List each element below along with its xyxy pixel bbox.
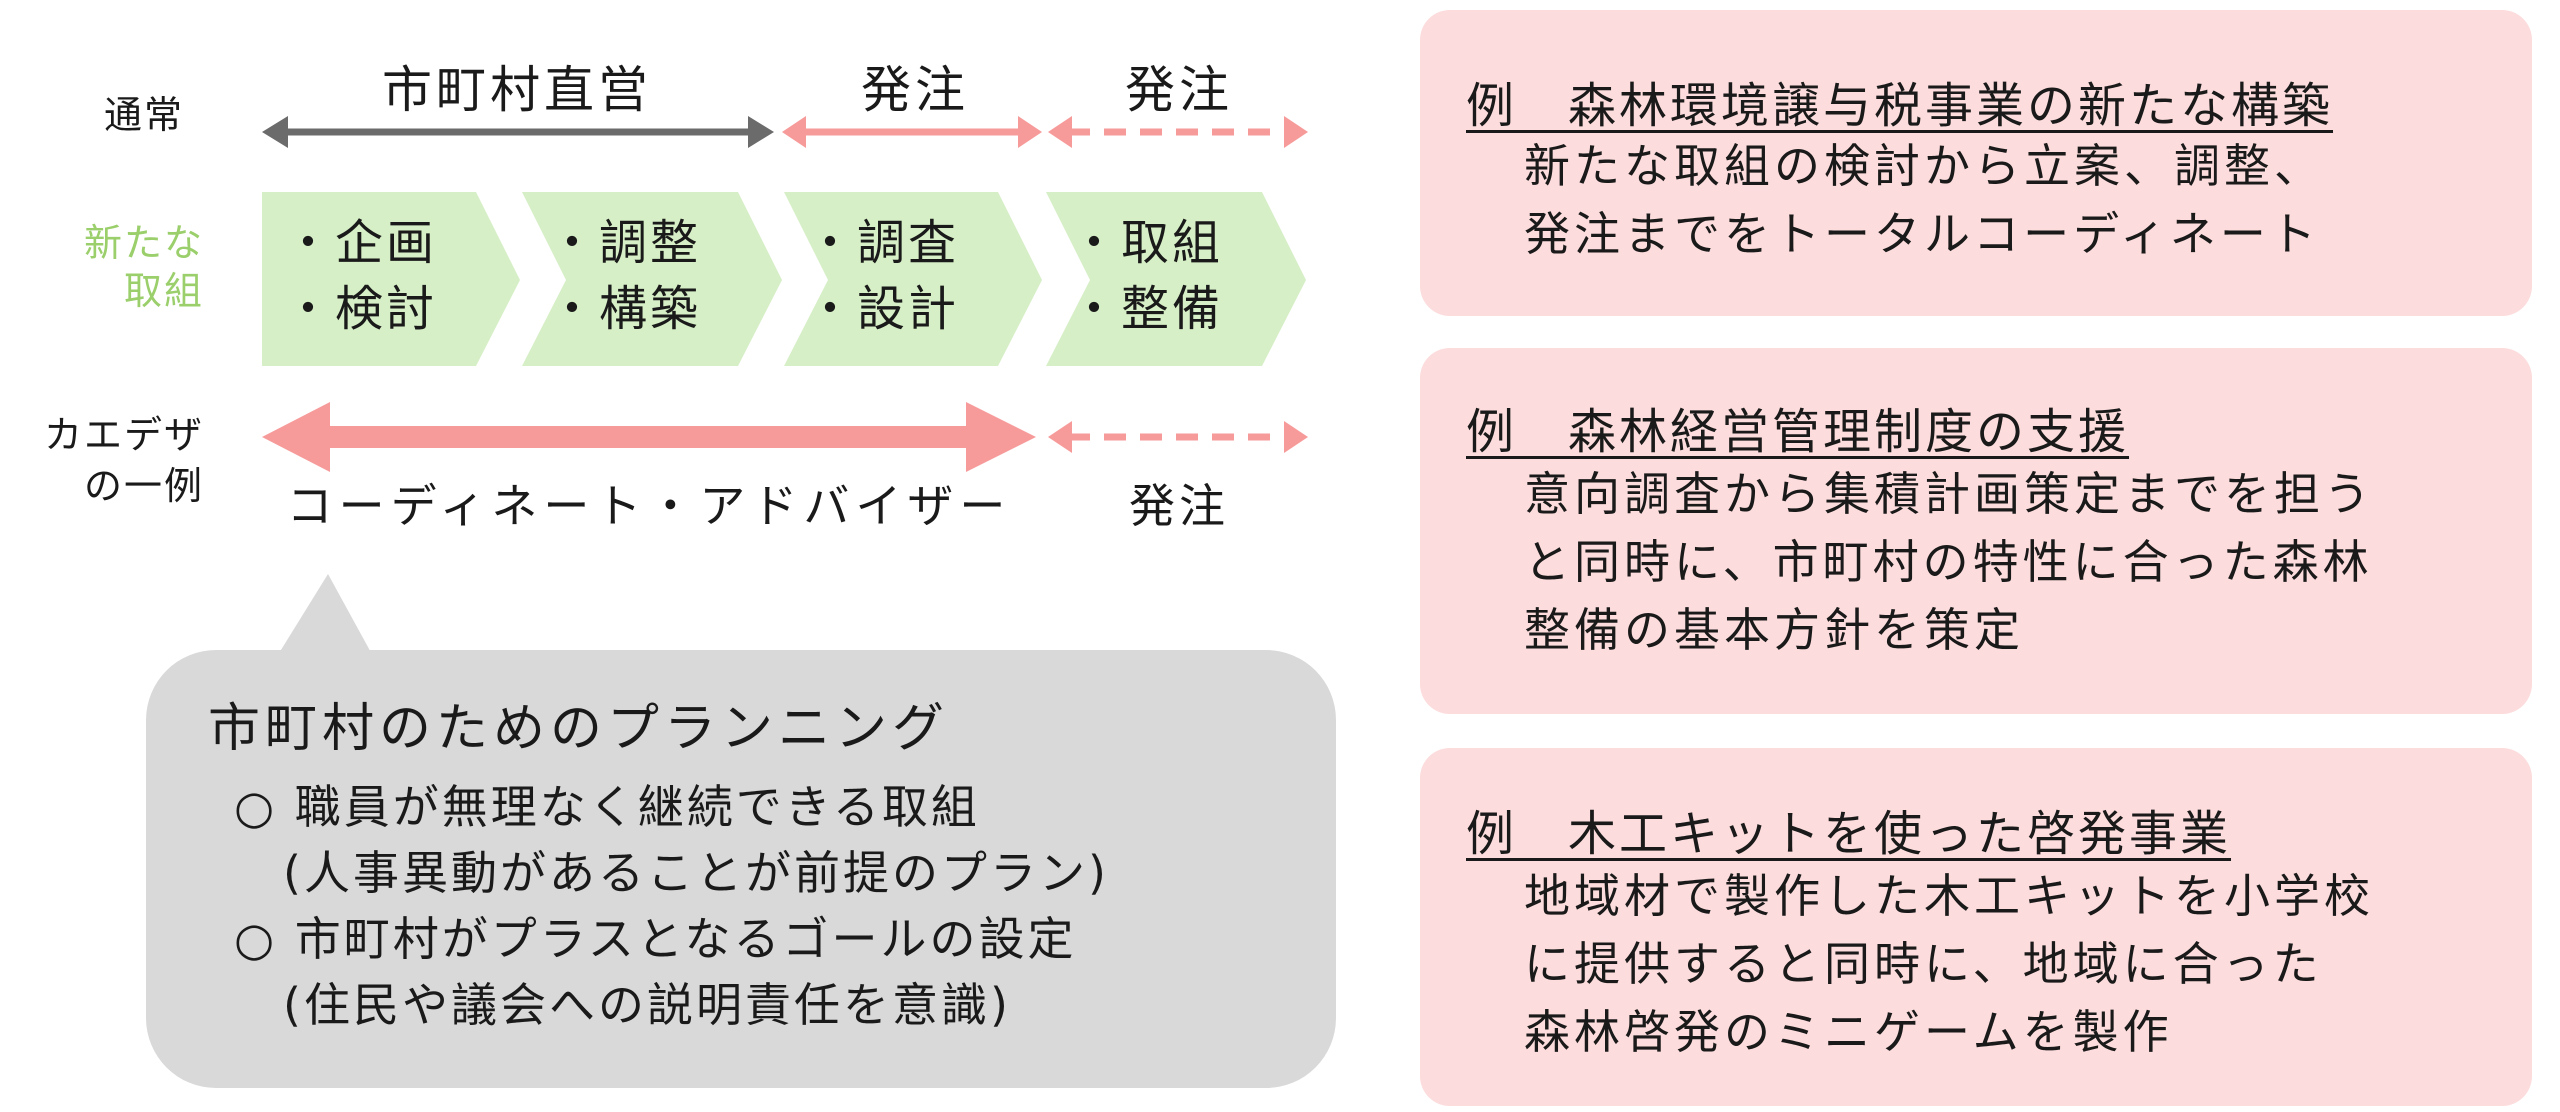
card-body: 地域材で製作した木工キットを小学校 に提供すると同時に、地域に合った 森林啓発の… <box>1524 869 2374 1059</box>
chevron-adjust <box>522 192 782 366</box>
chevron-implement <box>1046 192 1306 366</box>
chevron-plan <box>262 192 520 366</box>
bubble-line: ○ 市町村がプラスとなるゴールの設定 <box>234 912 1077 966</box>
card-title: 例 木工キットを使った啓発事業 <box>1466 806 2232 862</box>
card-body: 意向調査から集積計画策定までを担う と同時に、市町村の特性に合った森林 整備の基… <box>1524 467 2374 657</box>
chevron-survey <box>784 192 1042 366</box>
step-adjust: ・調整 ・構築 <box>548 215 702 337</box>
bubble-line: ○ 職員が無理なく継続できる取組 <box>234 780 980 834</box>
card-title: 例 森林環境譲与税事業の新たな構築 <box>1466 78 2334 134</box>
step-implement: ・取組 ・整備 <box>1070 215 1224 337</box>
arrow-layer <box>262 116 1308 472</box>
bubble-title: 市町村のためのプランニング <box>208 699 950 759</box>
phase-label-order-1: 発注 <box>861 61 969 119</box>
example-card-management: 例 森林経営管理制度の支援 意向調査から集積計画策定までを担う と同時に、市町村… <box>1420 348 2532 714</box>
arrow-direct <box>262 116 774 148</box>
step-plan: ・企画 ・検討 <box>284 215 438 337</box>
phase-label-order-3: 発注 <box>1129 479 1229 533</box>
row-label-new-initiative: 新たな 取組 <box>83 221 204 313</box>
phase-label-order-2: 発注 <box>1125 61 1233 119</box>
row-label-normal: 通常 <box>104 93 185 137</box>
arrow-order-3 <box>1048 421 1308 453</box>
planning-bubble: 市町村のためのプランニング ○ 職員が無理なく継続できる取組 (人事異動があるこ… <box>146 650 1336 1088</box>
arrow-coordinate <box>262 402 1036 472</box>
phase-label-coordinate: コーディネート・アドバイザー <box>286 479 1012 533</box>
bubble-list: ○ 職員が無理なく継続できる取組 (人事異動があることが前提のプラン) ○ 市町… <box>234 774 1109 1038</box>
card-body: 新たな取組の検討から立案、調整、 発注までをトータルコーディネート <box>1524 139 2324 261</box>
arrow-order-2 <box>1048 116 1308 148</box>
bubble-line: (住民や議会への説明責任を意識) <box>234 978 1011 1032</box>
example-card-woodkit: 例 木工キットを使った啓発事業 地域材で製作した木工キットを小学校 に提供すると… <box>1420 748 2532 1106</box>
bubble-tail <box>276 574 374 658</box>
card-title: 例 森林経営管理制度の支援 <box>1466 404 2130 460</box>
example-card-tax: 例 森林環境譲与税事業の新たな構築 新たな取組の検討から立案、調整、 発注までを… <box>1420 10 2532 316</box>
step-survey: ・調査 ・設計 <box>806 215 960 337</box>
phase-label-direct: 市町村直営 <box>382 61 652 119</box>
bubble-line: (人事異動があることが前提のプラン) <box>234 846 1109 900</box>
row-label-example: カエデザ の一例 <box>43 413 204 509</box>
arrow-order-1 <box>782 116 1042 148</box>
